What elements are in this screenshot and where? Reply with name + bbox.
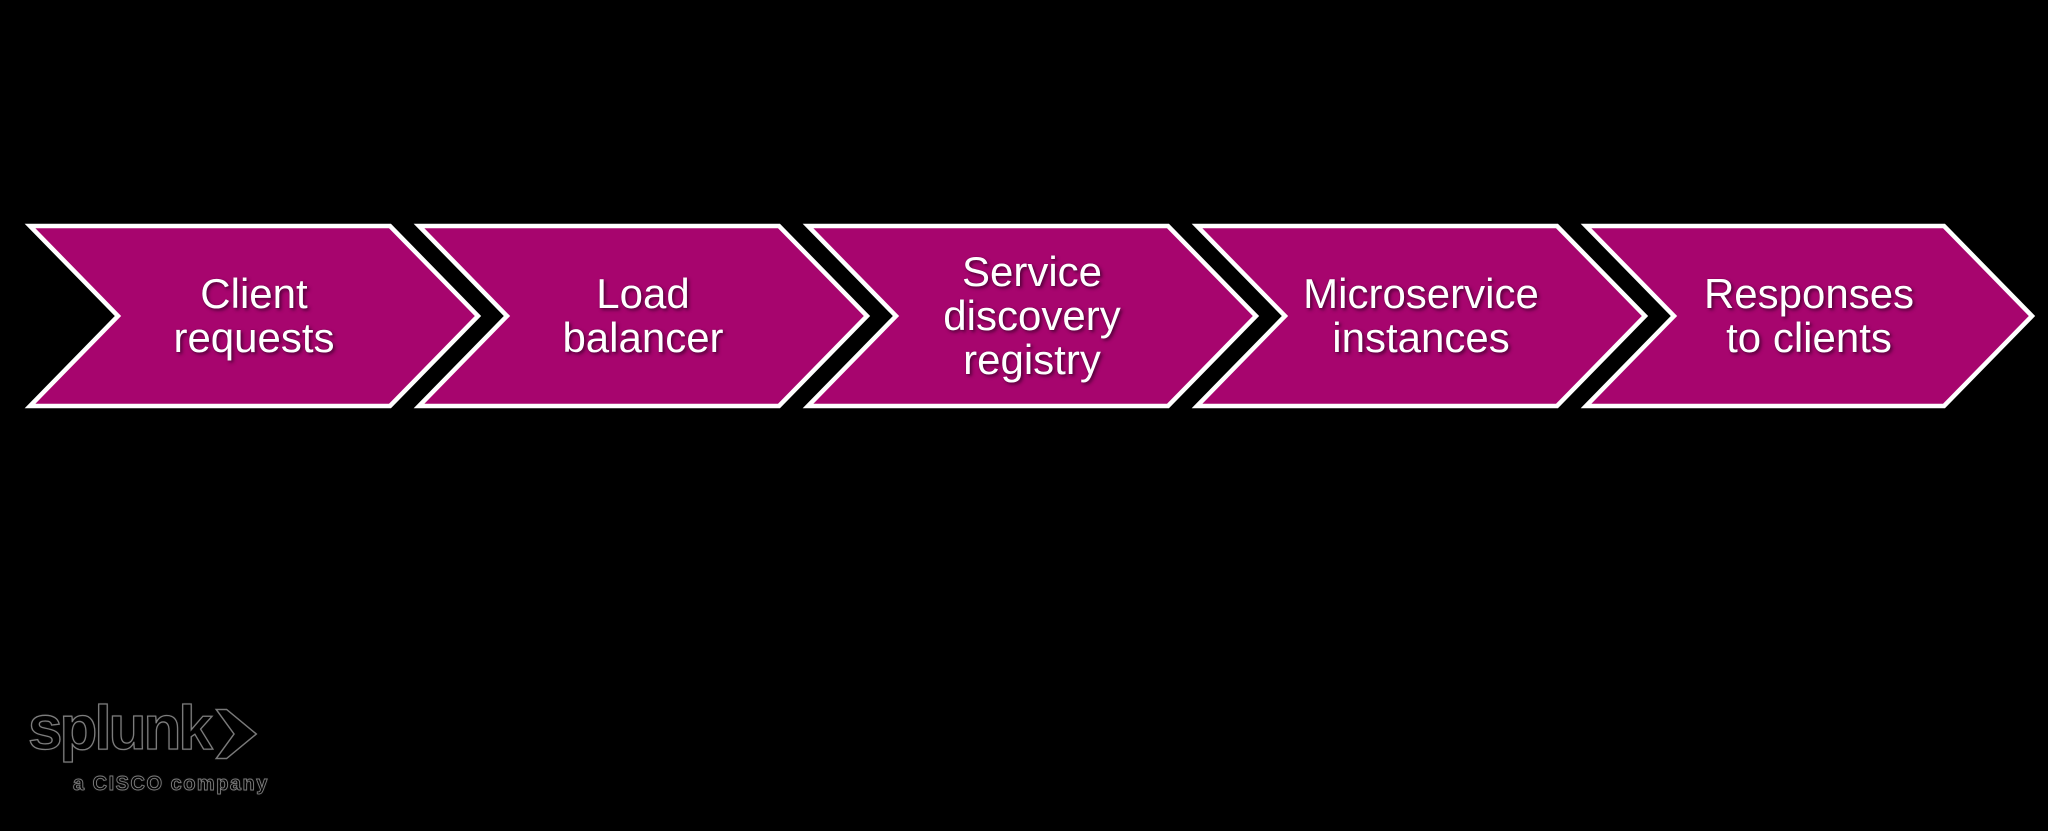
step-label-microservice-instances: Microservice instances: [1303, 270, 1539, 361]
step-label-client-requests: Client requests: [173, 270, 335, 361]
chevron-shape-3: [802, 223, 1260, 409]
step-label-load-balancer: Load balancer: [562, 270, 724, 361]
splunk-logo: splunk: [27, 694, 260, 763]
splunk-chevron-icon: [214, 708, 258, 760]
splunk-wordmark: splunk: [27, 694, 213, 763]
chevron-shape-2: [413, 223, 871, 409]
chevron-shape-1: [24, 223, 482, 409]
chevron-shape-4: [1191, 223, 1649, 409]
cisco-tagline: a CISCO company: [73, 773, 269, 796]
step-label-service-discovery-registry: Service discovery registry: [943, 248, 1121, 383]
step-label-responses-to-clients: Responses to clients: [1703, 270, 1915, 361]
chevron-shape-5: [1580, 223, 2036, 409]
